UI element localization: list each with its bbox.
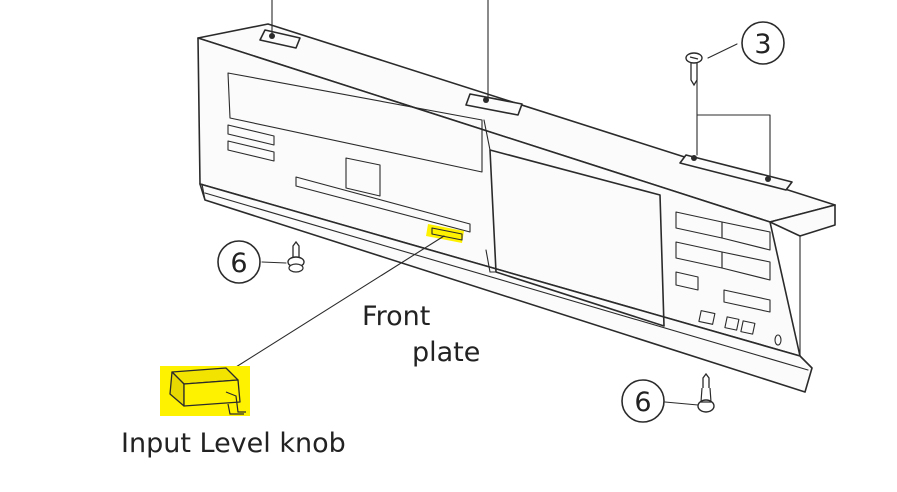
- callout-6-right-number: 6: [634, 387, 651, 418]
- knob-leader-line: [227, 235, 445, 373]
- input-level-knob-label: Input Level knob: [121, 428, 346, 459]
- screw-icon: [685, 52, 703, 87]
- callout-6-left-number: 6: [230, 248, 247, 279]
- front-plate-label-line1: Front: [362, 301, 430, 332]
- slot-1: [227, 124, 275, 146]
- display-window: [227, 72, 483, 173]
- front-plate-end: [769, 204, 836, 237]
- callout-3-number: 3: [754, 29, 771, 60]
- indicator-square: [345, 157, 381, 197]
- slot-2: [227, 140, 275, 162]
- mounting-tab-middle: [465, 93, 523, 116]
- callout-6-left: 6: [217, 240, 261, 284]
- leader-lines: [227, 0, 771, 406]
- input-level-slot: [295, 176, 471, 233]
- control-buttons: [675, 211, 782, 346]
- cassette-door: [489, 149, 665, 327]
- mounting-tab-right: [679, 154, 793, 191]
- screw-icon: [697, 372, 715, 413]
- front-plate: [197, 23, 836, 393]
- callout-6-right: 6: [621, 379, 665, 423]
- screw-icon: [287, 240, 305, 273]
- input-level-knob-part: [160, 366, 250, 416]
- callout-3: 3: [741, 21, 785, 65]
- front-plate-label-line2: plate: [412, 337, 480, 368]
